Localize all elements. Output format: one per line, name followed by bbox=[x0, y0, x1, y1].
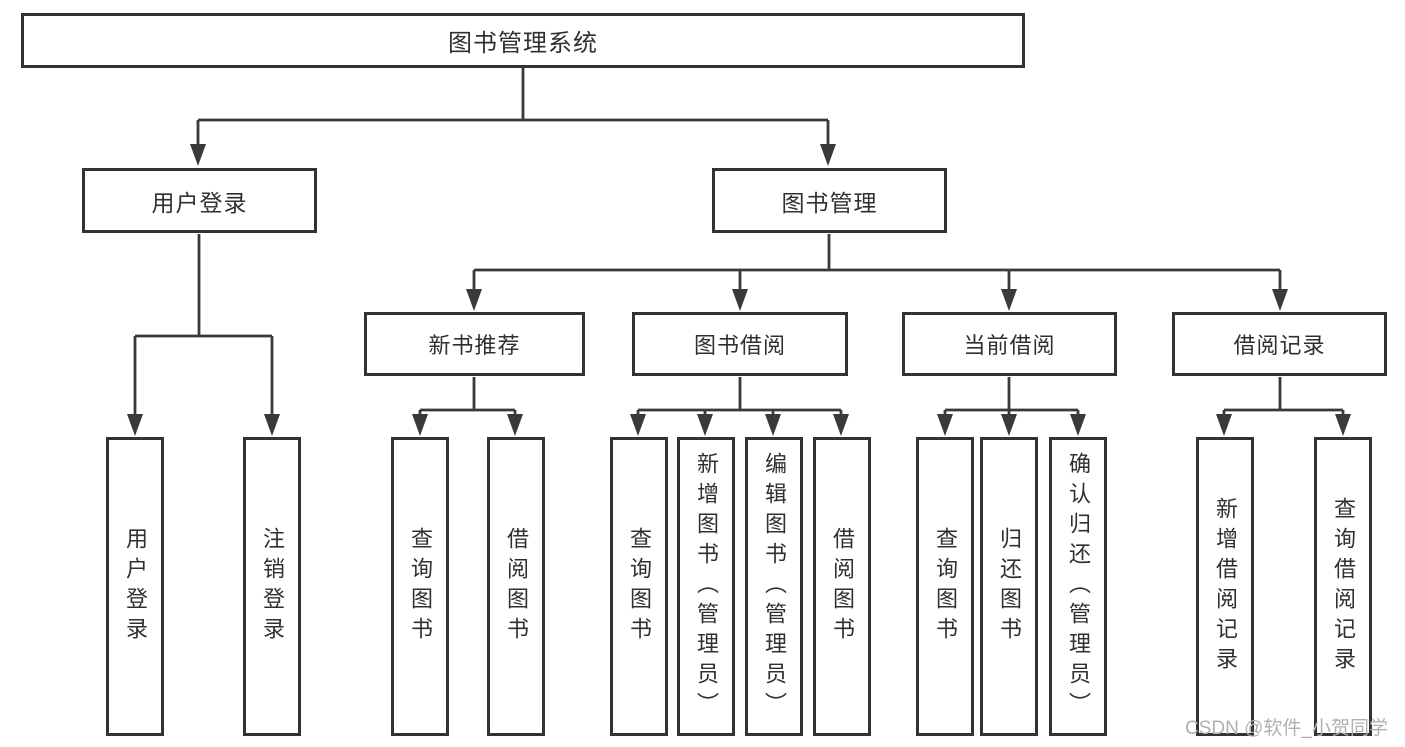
node-label: 注销登录 bbox=[260, 526, 285, 647]
node-label: 新增借阅记录 bbox=[1213, 496, 1238, 677]
connector-book-management-children bbox=[466, 234, 1288, 311]
node-label: 图书管理 bbox=[781, 189, 878, 216]
node-label: 用户登录 bbox=[123, 526, 148, 647]
node-user-login-branch: 用户登录 bbox=[82, 168, 317, 233]
vnode-add-borrow-record: 新增借阅记录 bbox=[1196, 437, 1254, 736]
vnode-confirm-return-admin: 确认归还（管理员） bbox=[1049, 437, 1107, 736]
vnode-query-books-borrow: 查询图书 bbox=[610, 437, 668, 736]
vnode-borrow-books: 借阅图书 bbox=[813, 437, 871, 736]
connector-borrow-children bbox=[630, 377, 849, 436]
node-book-management-system: 图书管理系统 bbox=[21, 13, 1025, 68]
node-label: 查询图书 bbox=[933, 526, 958, 647]
connector-current-children bbox=[937, 377, 1086, 436]
vnode-borrow-books-recommend: 借阅图书 bbox=[487, 437, 545, 736]
connector-records-children bbox=[1216, 377, 1351, 436]
node-borrow-records: 借阅记录 bbox=[1172, 312, 1387, 376]
node-label: 借阅图书 bbox=[504, 526, 529, 647]
vnode-query-books-recommend: 查询图书 bbox=[391, 437, 449, 736]
node-label: 图书管理系统 bbox=[448, 30, 598, 57]
node-label: 编辑图书（管理员） bbox=[762, 451, 787, 722]
node-current-borrow: 当前借阅 bbox=[902, 312, 1117, 376]
vnode-query-books-current: 查询图书 bbox=[916, 437, 974, 736]
node-new-book-recommend: 新书推荐 bbox=[364, 312, 585, 376]
node-label: 当前借阅 bbox=[963, 333, 1056, 358]
vnode-add-books-admin: 新增图书（管理员） bbox=[677, 437, 735, 736]
vnode-user-login: 用户登录 bbox=[106, 437, 164, 736]
node-label: 借阅图书 bbox=[830, 526, 855, 647]
node-label: 查询借阅记录 bbox=[1331, 496, 1356, 677]
node-label: 查询图书 bbox=[627, 526, 652, 647]
csdn-watermark: CSDN @软件_小贺同学 bbox=[1185, 718, 1388, 739]
node-label: 用户登录 bbox=[151, 189, 248, 216]
node-label: 新书推荐 bbox=[428, 333, 521, 358]
vnode-return-books: 归还图书 bbox=[980, 437, 1038, 736]
vnode-edit-books-admin: 编辑图书（管理员） bbox=[745, 437, 803, 736]
node-label: 新增图书（管理员） bbox=[694, 451, 719, 722]
connector-new-book-children bbox=[412, 377, 523, 436]
node-label: 查询图书 bbox=[408, 526, 433, 647]
connector-root-to-level2 bbox=[190, 68, 836, 166]
vnode-query-borrow-record: 查询借阅记录 bbox=[1314, 437, 1372, 736]
node-label: 借阅记录 bbox=[1233, 333, 1326, 358]
node-book-borrow: 图书借阅 bbox=[632, 312, 848, 376]
vnode-logout-login: 注销登录 bbox=[243, 437, 301, 736]
node-label: 图书借阅 bbox=[693, 333, 786, 358]
node-label: 归还图书 bbox=[997, 526, 1022, 647]
node-label: 确认归还（管理员） bbox=[1066, 451, 1091, 722]
connector-user-login-children bbox=[127, 234, 280, 436]
node-book-management-branch: 图书管理 bbox=[712, 168, 947, 233]
